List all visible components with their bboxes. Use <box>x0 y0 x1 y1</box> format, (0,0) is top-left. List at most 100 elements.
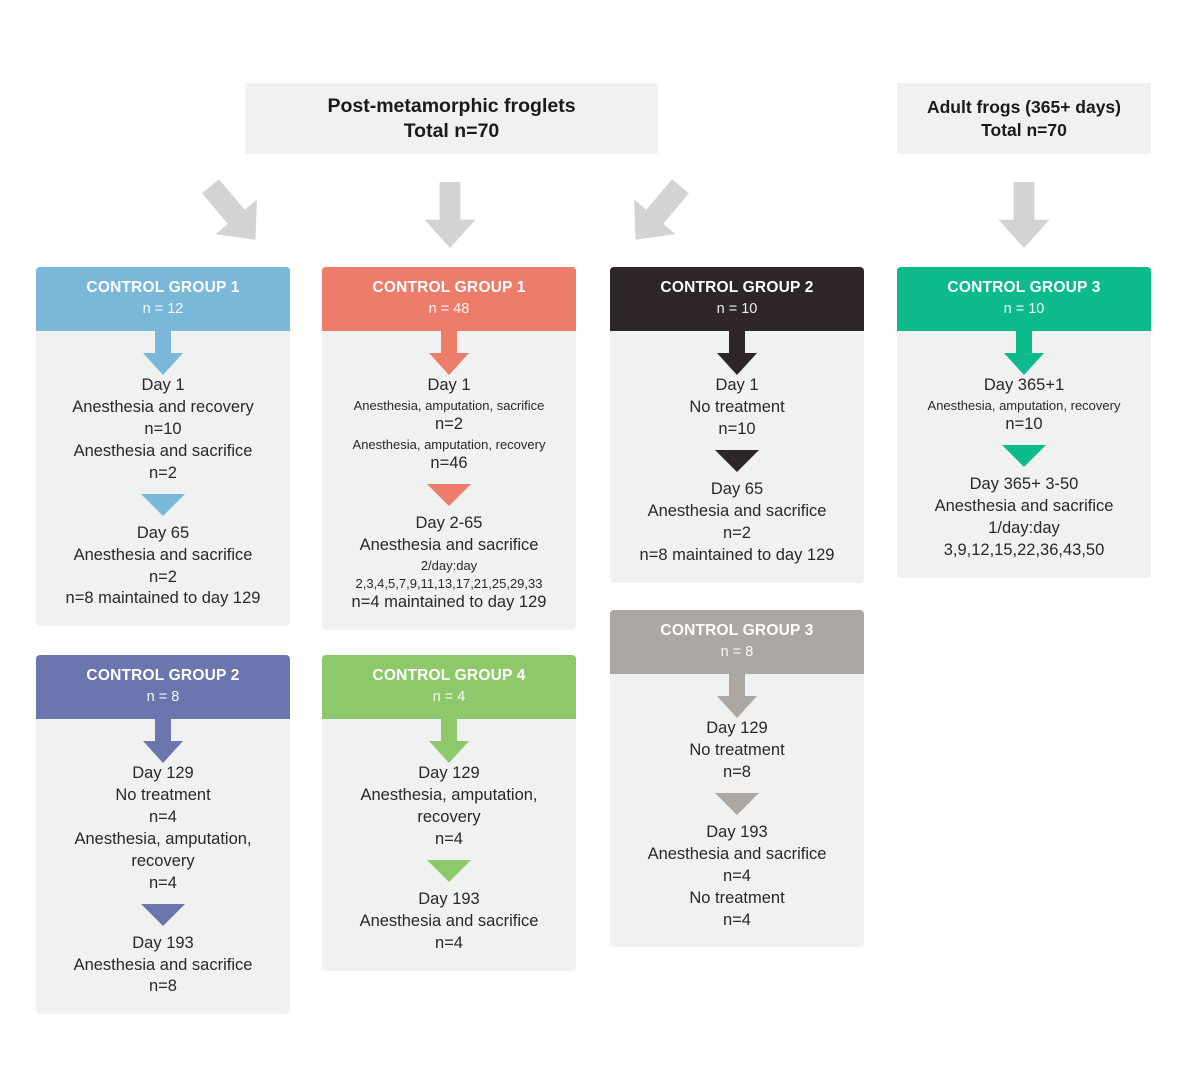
step-line: Anesthesia and sacrifice <box>647 501 827 520</box>
down-arrow-svg <box>998 182 1050 248</box>
header-title-line2: Total n=70 <box>403 119 500 142</box>
step-line: Day 129 <box>418 763 480 782</box>
card-control-group-2-purple[interactable]: CONTROL GROUP 2 n = 8 Day 129 No treatme… <box>36 655 290 1015</box>
step-line: No treatment <box>115 785 211 804</box>
step-line: recovery <box>417 807 481 826</box>
step-line: n=8 <box>723 762 751 781</box>
down-arrow-icon <box>143 718 183 763</box>
step-line: Day 129 <box>132 763 194 782</box>
step-line: Anesthesia and recovery <box>72 397 254 416</box>
arrow-to-control-group-1-salmon-icon <box>417 182 483 248</box>
card-header-control-group-4-green: CONTROL GROUP 4 n = 4 <box>322 655 576 719</box>
step-1: Day 129 Anesthesia, amputation, recovery… <box>330 763 568 851</box>
header-title-line1: Post-metamorphic froglets <box>327 94 576 117</box>
step-line: Anesthesia, amputation, sacrifice <box>353 397 545 413</box>
step-line: n=2 <box>149 463 177 482</box>
card-sample-size: n = 8 <box>146 688 180 705</box>
step-2: Day 2-65 Anesthesia and sacrifice 2/day:… <box>330 513 568 613</box>
step-line: n=2 <box>149 567 177 586</box>
step-2: Day 365+ 3-50 Anesthesia and sacrifice 1… <box>905 474 1143 562</box>
card-header-control-group-3-grey: CONTROL GROUP 3 n = 8 <box>610 610 864 674</box>
chevron-down-icon <box>715 792 759 815</box>
card-control-group-1-blue[interactable]: CONTROL GROUP 1 n = 12 Day 1 Anesthesia … <box>36 267 290 627</box>
step-line: 1/day:day <box>988 519 1060 538</box>
step-line: Anesthesia and sacrifice <box>359 536 539 555</box>
card-header-control-group-3-teal: CONTROL GROUP 3 n = 10 <box>897 267 1151 331</box>
step-line: Day 365+ 3-50 <box>969 475 1079 494</box>
card-sample-size: n = 12 <box>142 300 184 317</box>
header-post-metamorphic-froglets: Post-metamorphic froglets Total n=70 <box>245 83 658 154</box>
card-control-group-4-green[interactable]: CONTROL GROUP 4 n = 4 Day 129 Anesthesia… <box>322 655 576 971</box>
step-line: Anesthesia and sacrifice <box>73 545 253 564</box>
step-line: n=4 maintained to day 129 <box>351 592 547 611</box>
step-line: 3,9,12,15,22,36,43,50 <box>943 540 1105 559</box>
step-line: Day 65 <box>710 479 764 498</box>
chevron-down-icon <box>715 449 759 472</box>
card-body: Day 129 Anesthesia, amputation, recovery… <box>322 718 576 971</box>
card-title: CONTROL GROUP 1 <box>372 279 526 296</box>
card-title: CONTROL GROUP 1 <box>86 279 240 296</box>
card-sample-size: n = 10 <box>716 300 758 317</box>
chevron-down-icon <box>141 903 185 926</box>
step-2: Day 193 Anesthesia and sacrifice n=4 <box>330 889 568 955</box>
arrow-to-control-group-1-blue-icon <box>185 165 281 261</box>
step-line: Day 129 <box>706 718 768 737</box>
card-body: Day 1 Anesthesia, amputation, sacrifice … <box>322 330 576 630</box>
chevron-down-icon <box>1002 445 1046 468</box>
card-title: CONTROL GROUP 2 <box>86 667 240 684</box>
down-arrow-icon <box>429 330 469 375</box>
card-title: CONTROL GROUP 3 <box>947 279 1101 296</box>
arrow-to-control-group-3-teal-icon <box>991 182 1057 248</box>
card-control-group-3-grey[interactable]: CONTROL GROUP 3 n = 8 Day 129 No treatme… <box>610 610 864 948</box>
step-line: n=8 <box>149 977 177 996</box>
card-body: Day 1 No treatment n=10 Day 65 Anesthesi… <box>610 330 864 583</box>
step-line: Day 1 <box>427 375 471 394</box>
chevron-down-icon <box>141 493 185 516</box>
card-sample-size: n = 4 <box>432 688 466 705</box>
card-control-group-2-dark[interactable]: CONTROL GROUP 2 n = 10 Day 1 No treatmen… <box>610 267 864 583</box>
chevron-down-icon <box>427 859 471 882</box>
step-line: n=2 <box>435 415 463 434</box>
card-control-group-3-teal[interactable]: CONTROL GROUP 3 n = 10 Day 365+1 Anesthe… <box>897 267 1151 578</box>
step-2: Day 193 Anesthesia and sacrifice n=8 <box>44 933 282 999</box>
step-line: Anesthesia, amputation, recovery <box>352 437 546 453</box>
step-line: Anesthesia and sacrifice <box>647 844 827 863</box>
step-line: Day 1 <box>141 375 185 394</box>
card-body: Day 129 No treatment n=4 Anesthesia, amp… <box>36 718 290 1014</box>
card-sample-size: n = 8 <box>720 643 754 660</box>
down-arrow-icon <box>1004 330 1044 375</box>
card-header-control-group-1-salmon: CONTROL GROUP 1 n = 48 <box>322 267 576 331</box>
step-line: No treatment <box>689 888 785 907</box>
step-line: No treatment <box>689 740 785 759</box>
step-line: n=8 maintained to day 129 <box>639 545 835 564</box>
step-line: Day 1 <box>715 375 759 394</box>
header-adult-frogs: Adult frogs (365+ days) Total n=70 <box>897 83 1151 154</box>
card-body: Day 1 Anesthesia and recovery n=10 Anest… <box>36 330 290 626</box>
step-line: n=46 <box>430 454 468 473</box>
down-arrow-icon <box>429 718 469 763</box>
down-right-arrow-svg <box>634 179 689 240</box>
card-title: CONTROL GROUP 4 <box>372 667 526 684</box>
step-line: n=10 <box>1005 415 1043 434</box>
step-1: Day 129 No treatment n=4 Anesthesia, amp… <box>44 763 282 895</box>
card-header-control-group-2-purple: CONTROL GROUP 2 n = 8 <box>36 655 290 719</box>
step-line: Anesthesia, amputation, recovery <box>927 397 1121 413</box>
header-title-line2: Total n=70 <box>981 119 1067 140</box>
step-line: Day 365+1 <box>983 375 1065 394</box>
step-2: Day 65 Anesthesia and sacrifice n=2 n=8 … <box>618 479 856 567</box>
step-2: Day 65 Anesthesia and sacrifice n=2 n=8 … <box>44 523 282 611</box>
step-2: Day 193 Anesthesia and sacrifice n=4 No … <box>618 822 856 932</box>
step-line: Day 193 <box>706 822 768 841</box>
step-line: No treatment <box>689 397 785 416</box>
step-line: Day 193 <box>132 933 194 952</box>
step-line: n=4 <box>149 807 177 826</box>
step-line: n=10 <box>718 419 756 438</box>
step-1: Day 1 No treatment n=10 <box>618 375 856 441</box>
step-line: Anesthesia and sacrifice <box>73 955 253 974</box>
step-line: n=4 <box>149 873 177 892</box>
down-arrow-svg <box>424 182 476 248</box>
step-line: 2,3,4,5,7,9,11,13,17,21,25,29,33 <box>355 575 543 591</box>
step-line: Anesthesia, amputation, <box>74 829 252 848</box>
card-control-group-1-salmon[interactable]: CONTROL GROUP 1 n = 48 Day 1 Anesthesia,… <box>322 267 576 630</box>
